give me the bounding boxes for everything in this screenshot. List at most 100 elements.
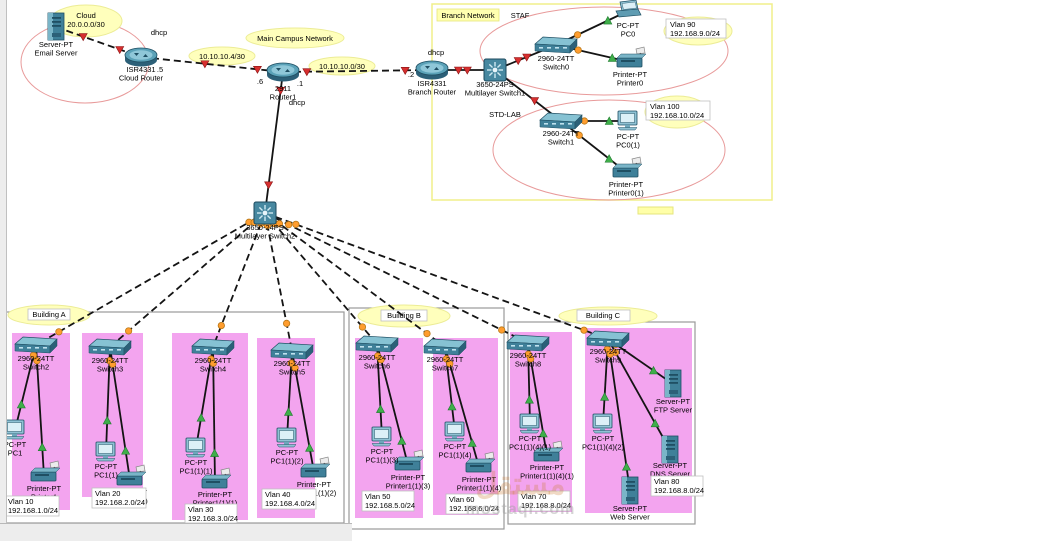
icon-part <box>626 497 635 501</box>
icon-part <box>488 71 494 77</box>
printer-icon[interactable] <box>616 46 647 68</box>
server-icon[interactable] <box>664 369 682 398</box>
mls-icon[interactable] <box>253 201 277 225</box>
vlan-subnet-text: 192.168.4.0/24 <box>265 499 315 508</box>
switch-icon[interactable] <box>539 112 583 130</box>
link-switch1-printer0-1[interactable] <box>560 120 627 173</box>
switch-icon[interactable] <box>534 36 578 54</box>
printer-icon[interactable] <box>30 460 61 482</box>
icon-part <box>116 471 147 477</box>
server-icon[interactable] <box>661 435 679 464</box>
switch-icon[interactable] <box>423 338 467 356</box>
link-up-indicator <box>284 407 293 416</box>
link-mls2-switch5[interactable] <box>264 212 293 352</box>
cloud-net-label-text: 20.0.0.0/30 <box>67 20 105 29</box>
link-mls2-switch9[interactable] <box>264 212 609 340</box>
switch-icon[interactable] <box>506 334 550 352</box>
switch-icon[interactable] <box>270 342 314 360</box>
icon-part <box>123 340 132 356</box>
pc-icon[interactable] <box>444 421 465 442</box>
branch-network-label <box>436 8 500 22</box>
icon-part <box>465 458 496 464</box>
router-icon[interactable] <box>124 47 158 67</box>
link-switch6-printer1-1-3[interactable] <box>376 343 409 466</box>
icon-part <box>201 474 232 480</box>
icon-part <box>538 454 552 456</box>
icon-part <box>399 463 413 465</box>
switch-icon[interactable] <box>586 330 630 348</box>
router-icon[interactable] <box>266 62 300 82</box>
link-down-indicator <box>276 87 286 95</box>
printer-icon[interactable] <box>300 456 331 478</box>
pc-icon[interactable] <box>617 110 638 131</box>
icon-part <box>662 436 667 463</box>
amber-port-indicator <box>285 221 293 229</box>
link-down-indicator <box>115 46 125 55</box>
link-up-indicator <box>102 415 112 425</box>
server-icon[interactable] <box>621 476 639 505</box>
router-icon[interactable] <box>415 60 449 80</box>
link-indicators <box>16 15 660 471</box>
link-up-indicator <box>397 436 407 445</box>
vlan-90-label-text: Vlan 90 <box>670 20 695 29</box>
pc-icon[interactable] <box>592 413 613 434</box>
icon-part <box>374 429 389 439</box>
icon-part <box>666 448 675 450</box>
link-down-indicator <box>78 33 88 42</box>
mls-icon[interactable] <box>483 58 507 82</box>
link-switch3-printer1-1[interactable] <box>109 346 131 481</box>
switch-icon[interactable] <box>191 338 235 356</box>
link-router1-mls2[interactable] <box>264 71 284 214</box>
icon-part <box>258 214 264 220</box>
device-model-label: 3650-24PS <box>246 223 284 232</box>
link-mls2-switch6[interactable] <box>264 212 378 345</box>
pc-icon[interactable] <box>4 419 25 440</box>
switch-icon[interactable] <box>355 335 399 353</box>
printer-icon[interactable] <box>394 449 425 471</box>
switch-icon[interactable] <box>88 338 132 356</box>
link-up-indicator <box>16 399 26 409</box>
pc-icon[interactable] <box>371 426 392 447</box>
link-mls2-switch7[interactable] <box>264 212 446 348</box>
icon-part <box>533 451 560 462</box>
link-down-indicator <box>453 66 463 75</box>
link-down-indicator <box>462 66 472 75</box>
link-cloud-router-router1[interactable] <box>140 56 284 73</box>
icon-part <box>49 460 60 469</box>
pc-icon[interactable] <box>185 437 206 458</box>
link-switch2-printer1[interactable] <box>35 344 45 477</box>
amber-port-indicator <box>291 364 299 372</box>
icon-part <box>488 63 494 69</box>
pc-icon[interactable] <box>95 441 116 462</box>
printer-icon[interactable] <box>465 451 496 473</box>
laptop-icon[interactable] <box>615 0 642 18</box>
icon-part <box>621 332 630 348</box>
link-up-indicator <box>603 15 613 25</box>
pc-icon[interactable] <box>519 413 540 434</box>
link-mls2-switch3[interactable] <box>109 212 266 348</box>
link-mls2-switch4[interactable] <box>212 212 266 348</box>
printer-icon[interactable] <box>612 156 643 178</box>
link-email-server-cloud-router[interactable] <box>55 26 142 58</box>
link-up-indicator <box>604 116 614 125</box>
printer-icon[interactable] <box>116 464 147 486</box>
link-switch9-dns-server[interactable] <box>607 338 671 451</box>
icon-part <box>143 54 148 57</box>
link-mls2-switch2[interactable] <box>35 212 266 346</box>
icon-part <box>458 340 467 356</box>
switch-icon[interactable] <box>14 336 58 354</box>
icon-part <box>305 470 319 472</box>
link-switch2-pc1[interactable] <box>14 344 37 431</box>
link-mls2-switch8[interactable] <box>264 212 529 344</box>
pc-icon[interactable] <box>276 427 297 448</box>
link-switch4-printer1-1-1[interactable] <box>212 346 216 484</box>
icon-part <box>52 17 61 19</box>
link-up-indicator <box>376 404 385 413</box>
printer-icon[interactable] <box>533 440 564 462</box>
server-icon[interactable] <box>47 12 65 41</box>
device-model-label: 2960-24TT <box>510 351 547 360</box>
icon-part <box>428 349 432 351</box>
amber-port-indicator <box>33 357 41 365</box>
printer-icon[interactable] <box>201 467 232 489</box>
vlan-subnet-text: Vlan 80 <box>654 477 679 486</box>
